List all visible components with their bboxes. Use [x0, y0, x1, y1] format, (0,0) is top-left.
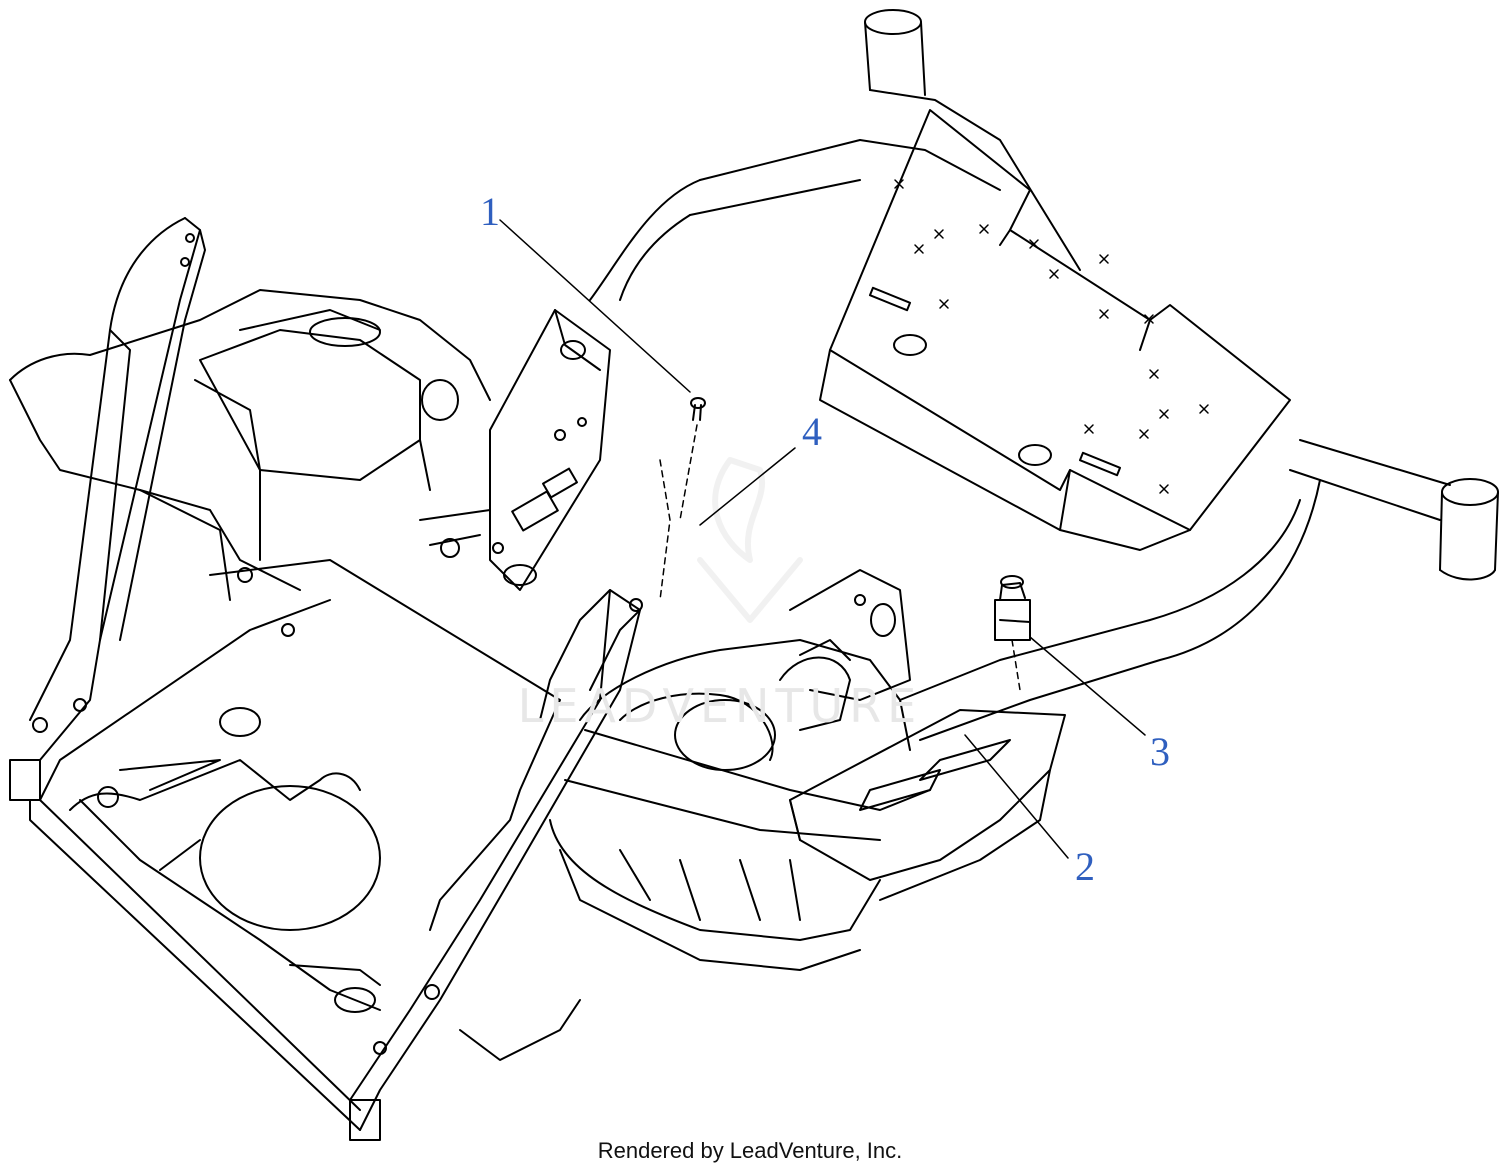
fuel-tank: [9, 289, 491, 601]
footer-credit: Rendered by LeadVenture, Inc.: [597, 1138, 903, 1163]
front-crossbar: [349, 589, 931, 1141]
watermark-logo: [697, 457, 803, 623]
interlock-switch: [994, 575, 1031, 641]
rear-mounting-plate: [819, 109, 1291, 551]
center-bracket: [419, 309, 611, 591]
callout-leaders: [499, 219, 1146, 859]
callout-3[interactable]: 3: [1150, 729, 1170, 774]
hidden-lines: [659, 424, 1021, 691]
chassis-floor: [29, 559, 561, 1131]
callout-4[interactable]: 4: [802, 409, 822, 454]
screw-fastener: [690, 397, 706, 421]
transmission-assembly: [549, 569, 911, 971]
callout-2[interactable]: 2: [1075, 844, 1095, 889]
callout-1[interactable]: 1: [480, 189, 500, 234]
left-frame-arm: [9, 217, 206, 801]
rear-tube-frame: [589, 9, 1499, 741]
footrest-bracket: [789, 709, 1066, 901]
plate-fasteners: [894, 179, 1209, 494]
watermark-text: LEADVENTURE: [518, 679, 923, 733]
